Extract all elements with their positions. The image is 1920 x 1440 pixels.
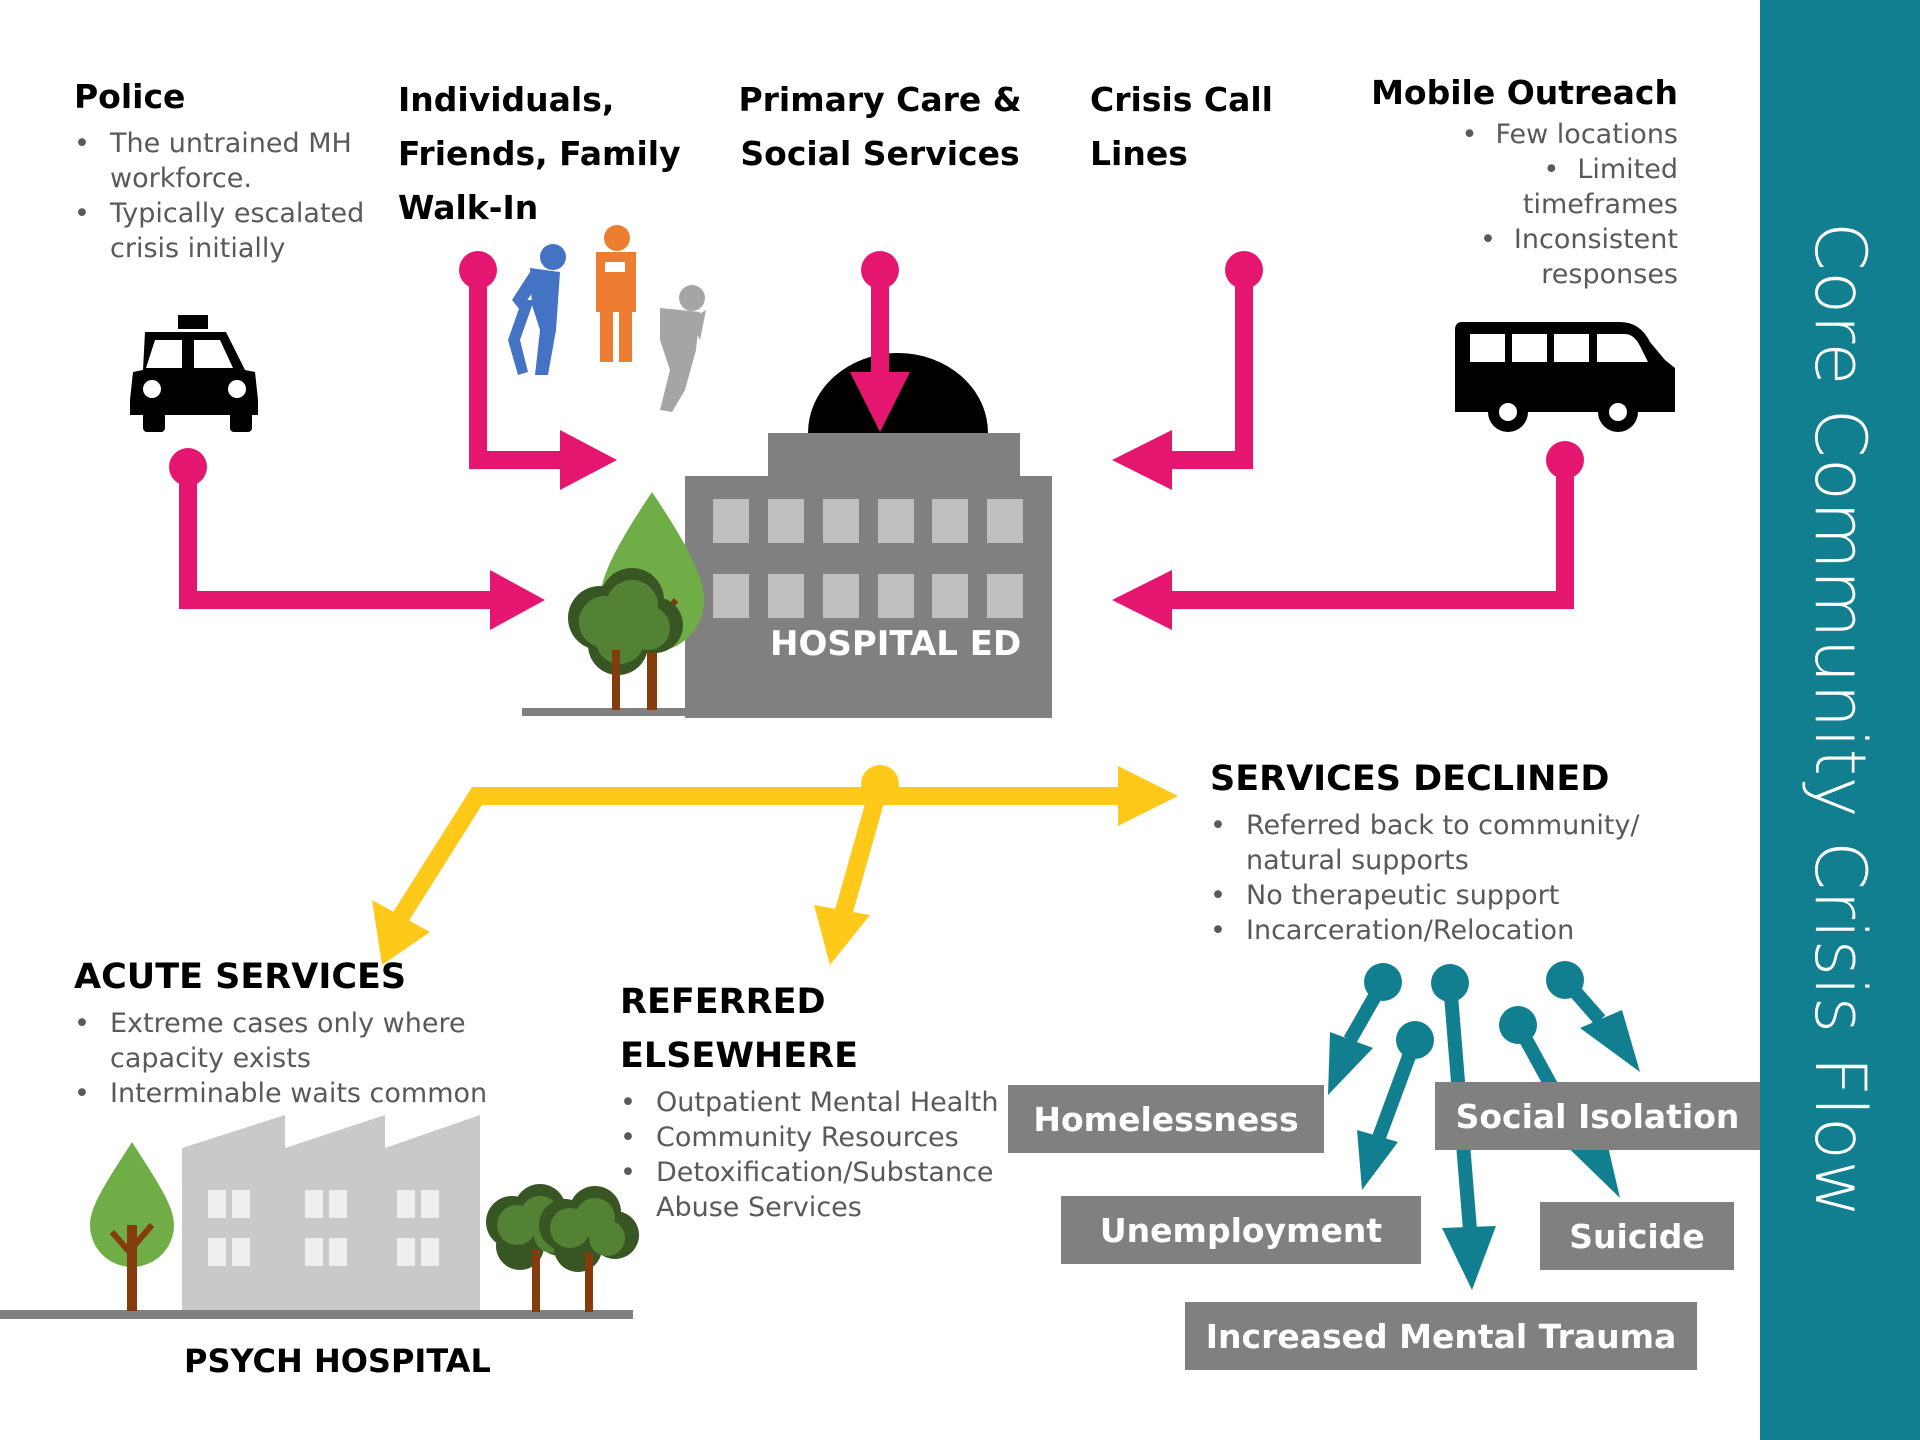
police-arrow: [179, 467, 505, 609]
source-police: Police The untrained MH workforce. Typic…: [74, 70, 374, 266]
inflow-arrowheads: [169, 251, 1584, 630]
destination-bullet: Extreme cases only where capacity exists: [74, 1006, 514, 1076]
taxi-icon: [130, 315, 258, 432]
outflow-arrows: [392, 781, 1125, 923]
source-walk-in: Individuals, Friends, Family Walk-In: [398, 73, 698, 235]
walking-people-icon: [508, 225, 706, 412]
hospital-ed-label: HOSPITAL ED: [770, 624, 1022, 664]
van-icon: [1455, 322, 1675, 432]
source-title: Individuals, Friends, Family Walk-In: [398, 80, 681, 227]
source-title: Primary Care & Social Services: [738, 80, 1022, 173]
mobile-outreach-arrow: [1160, 460, 1574, 609]
psych-hospital-building: [0, 1115, 633, 1319]
destination-bullet: Detoxification/Substance Abuse Services: [620, 1155, 1020, 1225]
walk-in-arrow: [469, 270, 572, 469]
destination-bullet: Outpatient Mental Health: [620, 1085, 1020, 1120]
source-title: Mobile Outreach: [1371, 73, 1678, 112]
source-mobile-outreach: Mobile Outreach Few locations Limited ti…: [1370, 70, 1678, 292]
source-crisis-lines: Crisis Call Lines: [1090, 73, 1380, 181]
source-primary-care: Primary Care & Social Services: [730, 73, 1030, 181]
outcome-box: Suicide: [1540, 1202, 1734, 1270]
source-bullet: Few locations: [1430, 117, 1678, 152]
outcome-box: Social Isolation: [1435, 1082, 1760, 1150]
source-bullet: The untrained MH workforce.: [74, 126, 374, 196]
destination-title: ACUTE SERVICES: [74, 957, 407, 997]
destination-acute: ACUTE SERVICES Extreme cases only where …: [74, 950, 514, 1111]
source-bullet: Inconsistent responses: [1430, 222, 1678, 292]
sidebar-band: [1760, 0, 1920, 1440]
outcome-box: Increased Mental Trauma: [1185, 1302, 1697, 1370]
destination-referred: REFERRED ELSEWHERE Outpatient Mental Hea…: [620, 975, 1020, 1225]
outcome-box: Unemployment: [1061, 1196, 1421, 1264]
source-bullet: Typically escalated crisis initially: [74, 196, 374, 266]
psych-hospital-label: PSYCH HOSPITAL: [184, 1342, 491, 1380]
hospital-ed-building: [522, 433, 1052, 718]
source-title: Crisis Call Lines: [1090, 80, 1273, 173]
source-title: Police: [74, 77, 186, 116]
destination-bullet: Incarceration/Relocation: [1210, 913, 1650, 948]
destination-declined: SERVICES DECLINED Referred back to commu…: [1210, 752, 1650, 948]
destination-bullet: Referred back to community/ natural supp…: [1210, 808, 1650, 878]
destination-title: SERVICES DECLINED: [1210, 759, 1610, 799]
destination-bullet: Interminable waits common: [74, 1076, 514, 1111]
tree-icon: [90, 1142, 174, 1311]
tree-icon: [568, 568, 683, 710]
destination-bullet: No therapeutic support: [1210, 878, 1650, 913]
outflow-arrowheads: [372, 765, 1178, 965]
source-bullet: Limited timeframes: [1430, 152, 1678, 222]
page-title: Core Community Crisis Flow: [1799, 221, 1881, 1219]
tree-icon: [539, 1186, 639, 1312]
destination-bullet: Community Resources: [620, 1120, 1020, 1155]
destination-title: REFERRED ELSEWHERE: [620, 982, 858, 1076]
crisis-lines-arrow: [1160, 270, 1253, 469]
outcome-box: Homelessness: [1008, 1085, 1324, 1153]
